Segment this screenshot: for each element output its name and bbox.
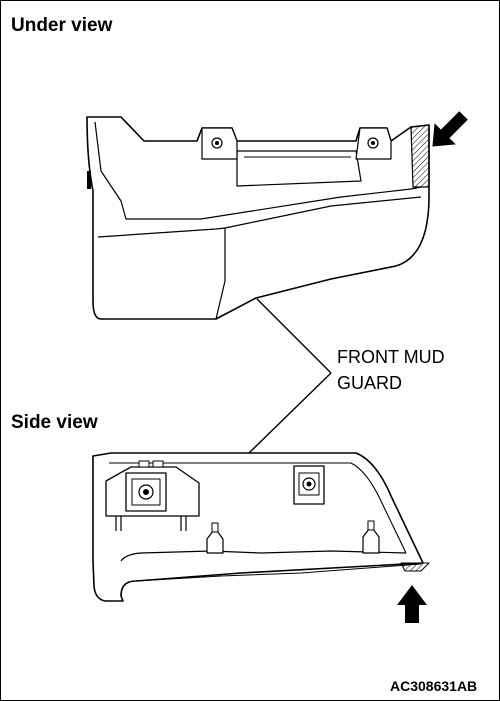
figure-code: AC308631AB (390, 678, 478, 694)
part-name-line-2: GUARD (337, 373, 403, 393)
side-view-mud-guard (92, 452, 430, 602)
side-view-heading: Side view (11, 412, 98, 433)
part-name-callout: FRONT MUD GUARD (337, 344, 445, 396)
under-view-arrow (432, 111, 468, 147)
under-view-mud-guard (86, 116, 430, 320)
side-view-arrow (397, 585, 427, 623)
part-name-line-1: FRONT MUD (337, 347, 445, 367)
under-view-heading: Under view (11, 15, 113, 36)
callout-leader-lines (248, 298, 332, 454)
